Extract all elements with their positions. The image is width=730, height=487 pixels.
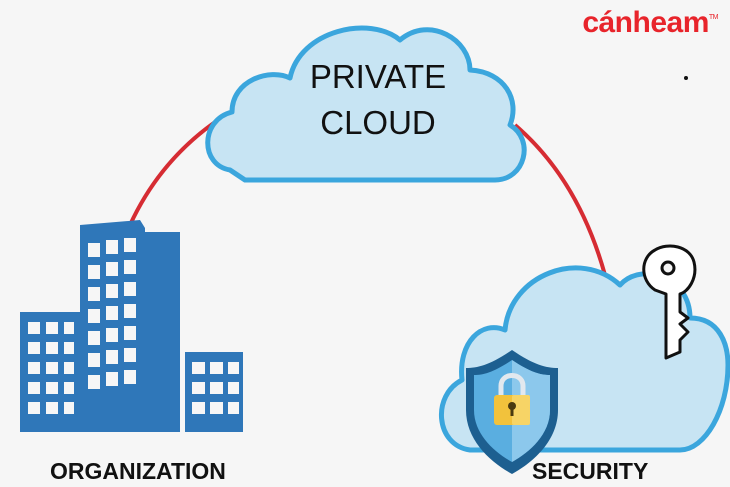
- brand-name: cánheam: [582, 6, 709, 39]
- shield-lock-icon: [466, 350, 558, 474]
- building-icon: [20, 220, 243, 432]
- private-cloud-icon: [205, 25, 527, 183]
- organization-label: ORGANIZATION: [50, 458, 226, 484]
- brand-trademark: TM: [708, 14, 719, 21]
- decorative-dot: [684, 76, 688, 80]
- security-label: SECURITY: [532, 458, 649, 484]
- private-cloud-line1: PRIVATE: [309, 58, 447, 95]
- private-cloud-title: PRIVATE CLOUD: [258, 54, 498, 146]
- left-connector-arc: [128, 118, 220, 226]
- brand-logo: cánheamTM: [582, 6, 718, 40]
- private-cloud-line2: CLOUD: [320, 104, 436, 141]
- right-connector-arc: [513, 123, 612, 296]
- key-icon: [642, 244, 697, 360]
